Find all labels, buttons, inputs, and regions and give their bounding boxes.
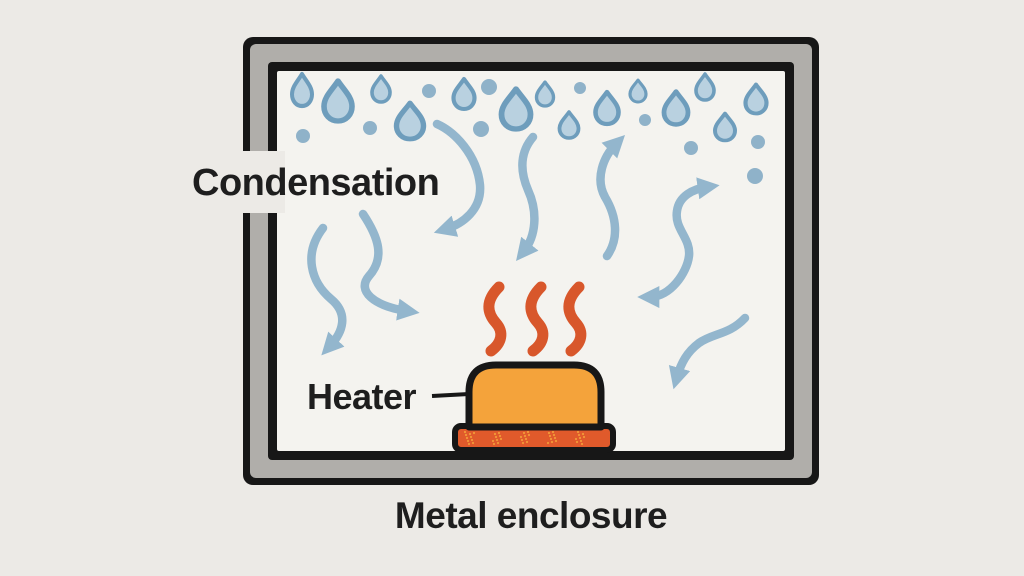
droplet-icon	[498, 86, 534, 132]
droplet-icon	[743, 82, 769, 116]
droplet-icon	[661, 89, 691, 127]
condensation-droplet-icons	[290, 71, 769, 184]
droplet-dot-icon	[363, 121, 377, 135]
heater-body	[465, 361, 605, 431]
droplet-icon	[713, 111, 737, 143]
heat-wave-icon	[483, 281, 507, 357]
condensation-label: Condensation	[192, 162, 440, 204]
convection-arrow-icons	[307, 119, 750, 390]
convection-arrow-icon	[637, 177, 720, 309]
droplet-dot-icon	[296, 129, 310, 143]
droplet-icon	[370, 74, 392, 104]
droplet-dot-icon	[574, 82, 586, 94]
heater-graphic	[431, 361, 616, 453]
convection-arrow-icon	[516, 132, 539, 261]
droplet-icon	[694, 72, 716, 102]
droplet-icon	[593, 89, 621, 127]
heat-wave-icon	[563, 281, 587, 357]
droplet-dot-icon	[751, 135, 765, 149]
wall-gap	[235, 151, 285, 213]
convection-arrow-icon	[668, 313, 750, 390]
heat-wave-icons	[483, 281, 587, 357]
droplet-dot-icon	[639, 114, 651, 126]
droplet-icon	[321, 78, 355, 124]
heat-wave-icon	[525, 281, 549, 357]
heater-leader-line	[431, 392, 470, 398]
convection-arrow-icon	[307, 223, 347, 356]
droplet-dot-icon	[684, 141, 698, 155]
droplet-icon	[451, 77, 477, 111]
droplet-icon	[290, 71, 314, 109]
convection-arrow-icon	[432, 119, 485, 237]
droplet-icon	[628, 78, 648, 104]
droplet-icon	[557, 110, 581, 140]
convection-arrow-icon	[358, 209, 420, 321]
droplet-dot-icon	[747, 168, 763, 184]
droplet-dot-icon	[473, 121, 489, 137]
convection-arrow-icon	[596, 134, 626, 261]
heater-label: Heater	[307, 376, 417, 417]
metal-enclosure-label: Metal enclosure	[394, 495, 668, 536]
droplet-dot-icon	[422, 84, 436, 98]
droplet-icon	[534, 80, 556, 108]
droplet-dot-icon	[481, 79, 497, 95]
droplet-icon	[393, 100, 427, 142]
